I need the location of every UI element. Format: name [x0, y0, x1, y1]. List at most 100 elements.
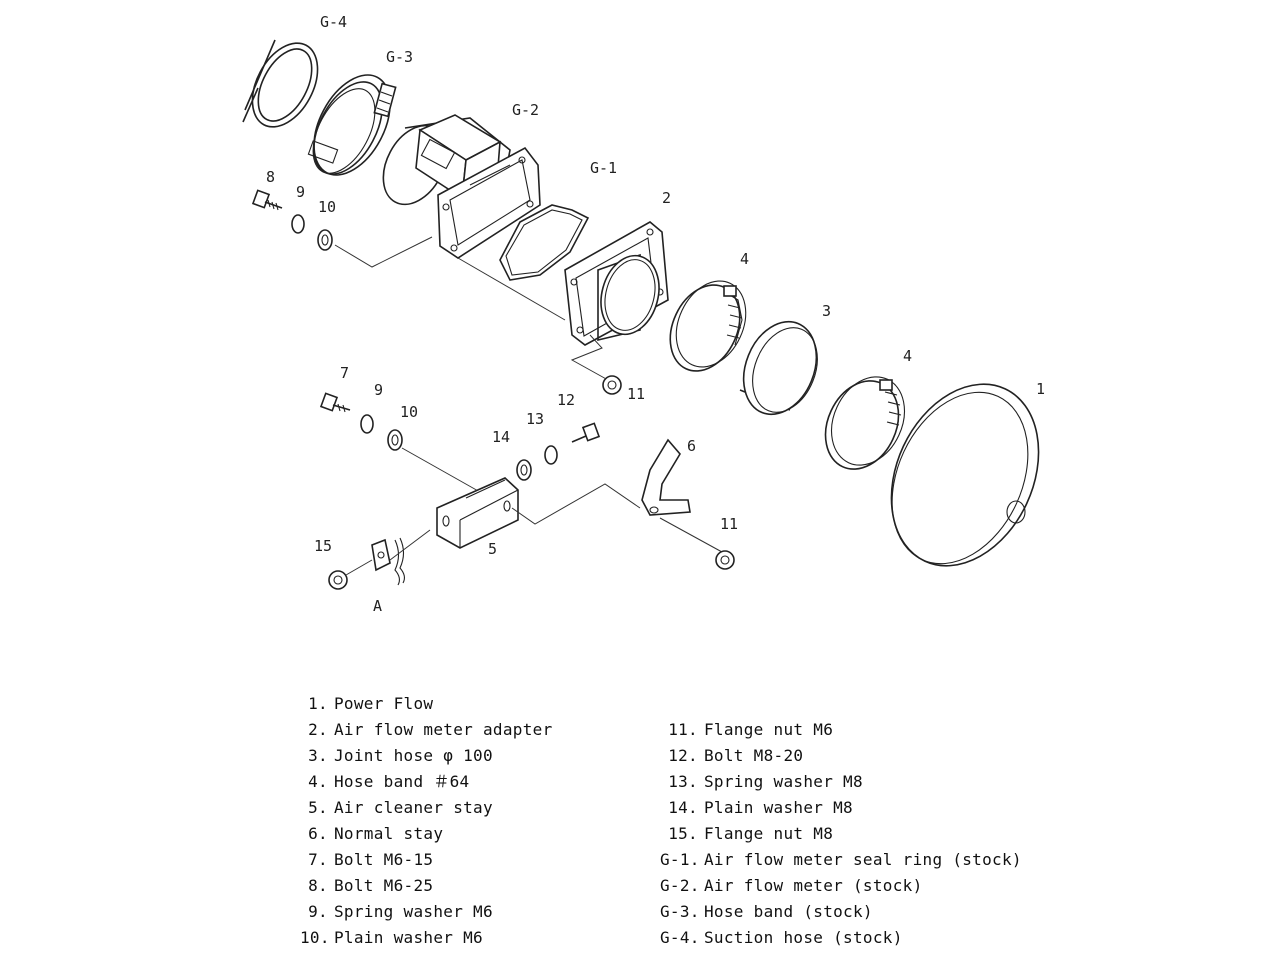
legend-item-text: Air flow meter seal ring (stock) — [704, 850, 1022, 869]
legend-item-number: G-4. — [660, 928, 700, 947]
leader-line-adapter — [457, 257, 566, 321]
leader-line-nut-lower — [659, 517, 723, 553]
legend-item-number: 6. — [308, 824, 328, 843]
seal-ring-g1 — [499, 204, 590, 281]
legend-item: 5. Air cleaner stay — [300, 795, 553, 821]
legend-item-text: Spring washer M8 — [704, 772, 863, 791]
label-g2: G-2 — [512, 101, 539, 119]
leader-line-nut — [570, 334, 609, 381]
legend-item-text: Air cleaner stay — [334, 798, 493, 817]
legend-item-number: 2. — [308, 720, 328, 739]
leader-line-bracket — [511, 483, 641, 525]
legend-item: 10.Plain washer M6 — [300, 925, 553, 951]
plain-washer-m6-lower — [387, 429, 403, 451]
label-part-7: 7 — [340, 364, 349, 382]
air-flow-meter-g2 — [382, 114, 541, 259]
joint-hose — [739, 320, 818, 416]
legend-item-text: Plain washer M8 — [704, 798, 853, 817]
legend-item-number: G-3. — [660, 902, 700, 921]
legend-item-number: 3. — [308, 746, 328, 765]
label-part-14: 14 — [492, 428, 510, 446]
legend-item-number: 8. — [308, 876, 328, 895]
legend-item: G-2.Air flow meter (stock) — [660, 873, 1022, 899]
detail-a-bracket — [371, 529, 431, 586]
hose-band-upper — [669, 280, 747, 372]
legend-item-text: Flange nut M8 — [704, 824, 834, 843]
plain-washer-m6-upper — [317, 229, 333, 251]
legend-item-text: Bolt M8-20 — [704, 746, 804, 765]
legend-item-text: Suction hose (stock) — [704, 928, 903, 947]
flange-nut-m8 — [328, 559, 373, 590]
bolt-m8-20 — [571, 422, 601, 443]
label-part-1: 1 — [1036, 380, 1045, 398]
legend-item-number: 14. — [668, 798, 698, 817]
legend-item-text: Air flow meter adapter — [334, 720, 553, 739]
suction-hose-g4 — [242, 39, 319, 128]
bolt-m6-15 — [319, 392, 351, 413]
legend-item-text: Hose band (stock) — [704, 902, 873, 921]
air-flow-meter-adapter — [564, 221, 669, 346]
label-part-9a: 9 — [296, 183, 305, 201]
leader-line-upper — [334, 236, 433, 268]
legend-item-text: Air flow meter (stock) — [704, 876, 923, 895]
legend-item: 7. Bolt M6-15 — [300, 847, 553, 873]
legend-item-number: 11. — [668, 720, 698, 739]
label-part-13: 13 — [526, 410, 544, 428]
legend-item-text: Hose band ＃64 — [334, 772, 470, 791]
air-cleaner-stay — [436, 477, 519, 549]
label-detail-a: A — [373, 597, 382, 615]
legend-item-number: G-2. — [660, 876, 700, 895]
legend-item-text: Power Flow — [334, 694, 434, 713]
legend-item: 3. Joint hose φ 100 — [300, 743, 553, 769]
legend-item: 6.Normal stay — [300, 821, 553, 847]
legend-item-text: Spring washer M6 — [334, 902, 493, 921]
legend-item-number: 5. — [308, 798, 328, 817]
legend-item-number: 7. — [308, 850, 328, 869]
label-part-8: 8 — [266, 168, 275, 186]
legend-item-number: 4. — [308, 772, 328, 791]
label-part-12: 12 — [557, 391, 575, 409]
label-part-6: 6 — [687, 437, 696, 455]
label-g3: G-3 — [386, 48, 413, 66]
legend-item: G-3.Hose band (stock) — [660, 899, 1022, 925]
label-part-10a: 10 — [318, 198, 336, 216]
legend-item: 2. Air flow meter adapter — [300, 717, 553, 743]
legend-item: 9.Spring washer M6 — [300, 899, 553, 925]
plain-washer-m8 — [516, 459, 532, 481]
legend-item: 11.Flange nut M6 — [660, 717, 1022, 743]
legend-item: 12. Bolt M8-20 — [660, 743, 1022, 769]
hose-band-g3 — [307, 74, 397, 176]
legend-item-number: G-1. — [660, 850, 700, 869]
spring-washer-m6-upper — [291, 214, 305, 234]
legend-item: 15. Flange nut M8 — [660, 821, 1022, 847]
parts-legend-left: 1. Power Flow 2. Air flow meter adapter 3. Jo… — [300, 691, 553, 951]
label-part-10b: 10 — [400, 403, 418, 421]
legend-item-number: 15. — [668, 824, 698, 843]
parts-legend-right: 11.Flange nut M6 12. Bolt M8-20 13.Spring w… — [660, 717, 1022, 951]
legend-item: G-4.Suction hose (stock) — [660, 925, 1022, 951]
label-part-4b: 4 — [903, 347, 912, 365]
legend-item: G-1.Air flow meter seal ring (stock) — [660, 847, 1022, 873]
label-part-3: 3 — [822, 302, 831, 320]
legend-item-text: Bolt M6-25 — [334, 876, 434, 895]
legend-item-number: 12. — [668, 746, 698, 765]
spring-washer-m6-lower — [360, 414, 374, 434]
exploded-parts-diagram: G-4 G-3 G-2 G-1 2 4 3 4 1 8 9 10 7 9 10 … — [242, 13, 1045, 615]
legend-item: 13.Spring washer M8 — [660, 769, 1022, 795]
label-part-9b: 9 — [374, 381, 383, 399]
normal-stay — [641, 438, 691, 516]
label-part-11b: 11 — [720, 515, 738, 533]
power-flow-filter — [890, 383, 1040, 567]
legend-item-number: 10. — [300, 928, 330, 947]
leader-line-stay — [401, 447, 481, 493]
label-part-4a: 4 — [740, 250, 749, 268]
hose-band-lower — [824, 376, 905, 470]
legend-item-number: 1. — [308, 694, 328, 713]
legend-item-text: Bolt M6-15 — [334, 850, 434, 869]
label-g4: G-4 — [320, 13, 347, 31]
label-part-5: 5 — [488, 540, 497, 558]
legend-item-text: Plain washer M6 — [334, 928, 483, 947]
legend-item-text: Joint hose φ 100 — [334, 746, 493, 765]
legend-item: 4. Hose band ＃64 — [300, 769, 553, 795]
label-part-15: 15 — [314, 537, 332, 555]
